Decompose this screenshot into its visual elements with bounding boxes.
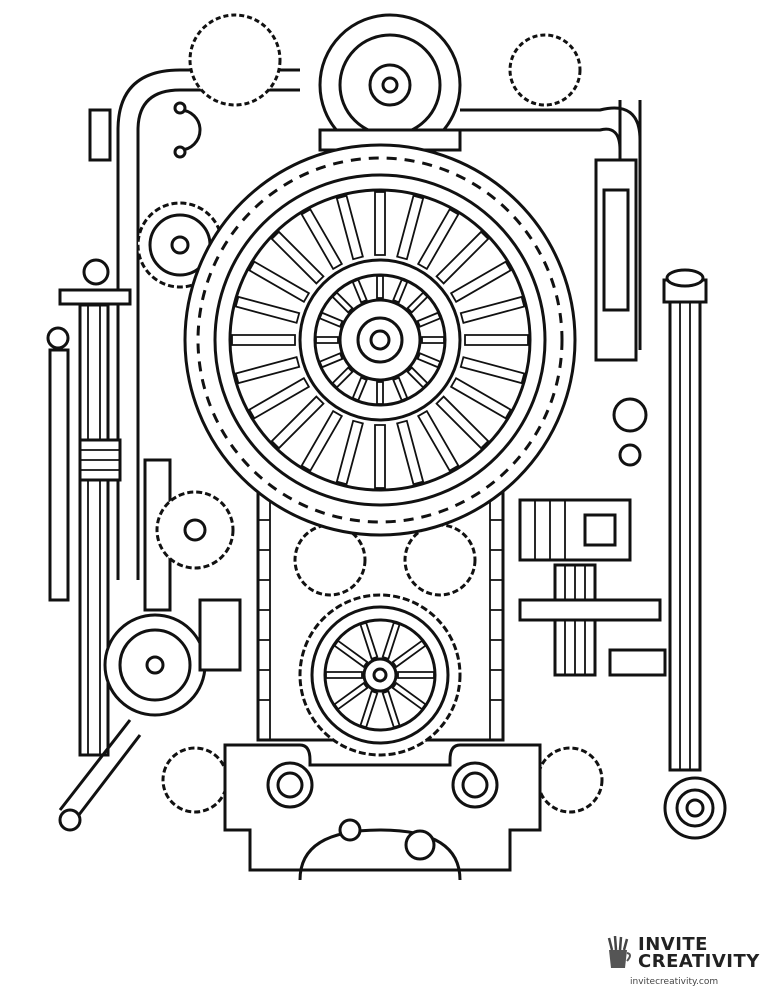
spoke [459, 356, 526, 385]
spoke [376, 275, 384, 299]
spoke [374, 424, 386, 489]
spoke [300, 208, 344, 271]
spoke [449, 260, 512, 304]
spoke [333, 681, 369, 711]
spoke [449, 376, 512, 420]
spoke [234, 356, 301, 385]
spoke [396, 194, 425, 261]
brand-url: invitecreativity.com [630, 977, 719, 987]
spoke [381, 690, 401, 729]
spoke [333, 639, 369, 669]
spoke [270, 230, 325, 285]
spoke [397, 671, 435, 679]
side-gears [103, 13, 604, 814]
spoke [416, 208, 460, 271]
spoke [435, 230, 490, 285]
spoke [331, 366, 354, 389]
spoke [391, 639, 427, 669]
brand-line2: CREATIVITY [638, 951, 760, 972]
spoke [421, 336, 445, 344]
spoke [315, 336, 339, 344]
spoke [392, 376, 409, 402]
spoke [248, 260, 311, 304]
pencil-cup-icon [607, 936, 631, 968]
spoke [300, 409, 344, 472]
spoke [406, 366, 429, 389]
spoke [248, 376, 311, 420]
spoke [416, 352, 442, 369]
spoke [318, 311, 344, 328]
spoke [335, 419, 364, 486]
spoke [416, 311, 442, 328]
spoke [396, 419, 425, 486]
spoke [374, 191, 386, 256]
spoke [376, 381, 384, 405]
top-dial [318, 13, 462, 157]
spoke [331, 291, 354, 314]
spoke [359, 621, 379, 660]
spoke [351, 376, 368, 402]
spoke [231, 334, 296, 346]
spoke [464, 334, 529, 346]
main-clock [183, 143, 577, 537]
lower-gear [298, 593, 462, 757]
brand-line1: INVITE [638, 934, 708, 955]
spoke [359, 690, 379, 729]
spoke [318, 352, 344, 369]
spoke [416, 409, 460, 472]
spoke [406, 291, 429, 314]
spoke [335, 194, 364, 261]
spoke [391, 681, 427, 711]
spoke [270, 395, 325, 450]
spoke [234, 295, 301, 324]
left-pipes [46, 68, 300, 757]
spoke [392, 278, 409, 304]
spoke [381, 621, 401, 660]
brand-logo: INVITE CREATIVITY [604, 934, 760, 972]
spoke [325, 671, 363, 679]
spoke [459, 295, 526, 324]
spoke [351, 278, 368, 304]
machine-base [58, 719, 542, 881]
spoke [435, 395, 490, 450]
right-pipes [460, 100, 727, 840]
